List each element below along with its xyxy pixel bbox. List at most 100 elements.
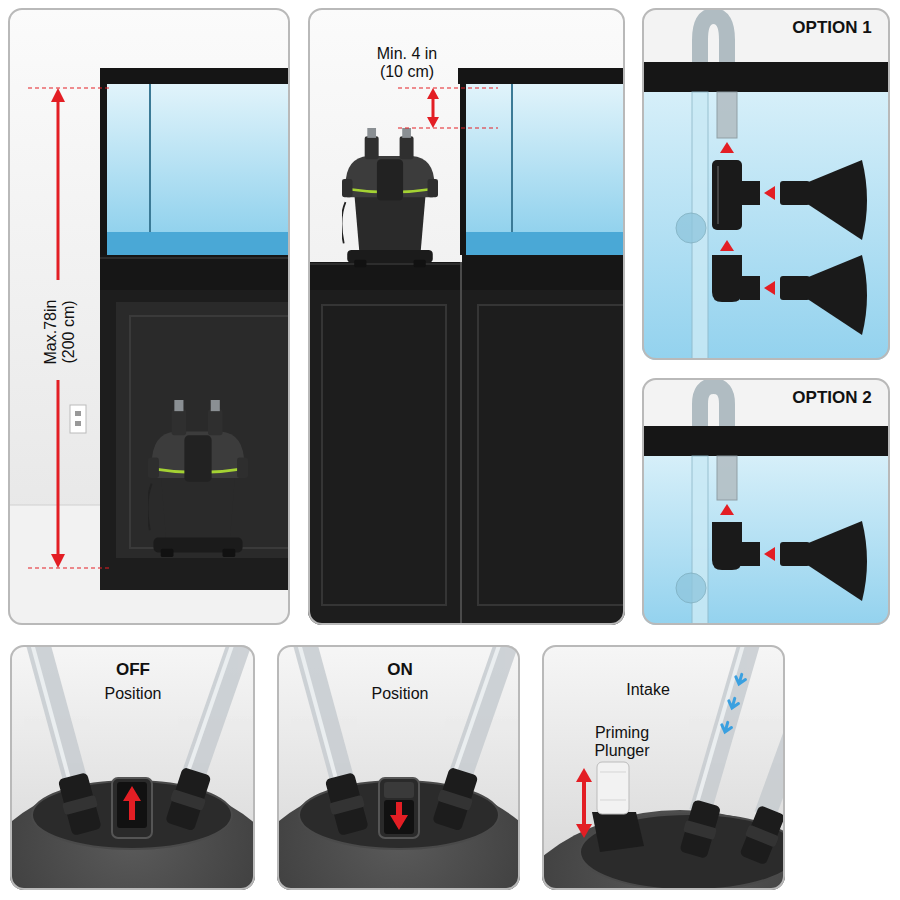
- on-panel-art: [277, 645, 520, 890]
- nozzle-neck: [780, 276, 810, 300]
- tube-end: [717, 92, 737, 138]
- flow-arrow: [727, 697, 739, 709]
- elbow-connector: [712, 255, 742, 302]
- nozzle-neck: [780, 542, 810, 566]
- option2-art: [642, 378, 890, 625]
- valve-slot: [384, 782, 414, 798]
- tank-corner: [511, 84, 513, 232]
- tank-rim: [642, 426, 890, 456]
- assembly-arrow: [720, 504, 734, 515]
- arrow-head: [427, 117, 439, 128]
- dimension-guide: [28, 567, 112, 568]
- suction-cup: [676, 213, 706, 243]
- outlet-socket: [75, 421, 81, 426]
- assembly-arrow: [720, 240, 734, 251]
- tank-rim: [642, 62, 890, 92]
- nozzle-neck: [780, 181, 810, 205]
- valve-position-panel: ON Position: [277, 645, 520, 890]
- tank-water: [462, 82, 625, 255]
- air-ground: [642, 8, 890, 68]
- priming-panel: IntakePriming Plunger: [542, 645, 785, 890]
- tube-highlight: [695, 645, 745, 810]
- dimension-guide: [398, 127, 498, 128]
- dimension-guide: [28, 87, 112, 88]
- valve-position-panel: OFF Position: [10, 645, 255, 890]
- dimension-guide: [398, 87, 498, 88]
- option-panel: OPTION 1: [642, 8, 890, 360]
- plunger-ridge: [600, 772, 626, 773]
- arrow-head: [576, 824, 592, 838]
- flow-arrow: [720, 721, 732, 733]
- dimension-arrow: [57, 98, 60, 280]
- stand-edge: [308, 264, 460, 265]
- elbow-connector: [712, 522, 742, 570]
- dimension-arrow: [432, 98, 435, 118]
- elbow-branch: [740, 542, 760, 566]
- cabinet-door: [478, 305, 625, 605]
- direction-arrow: [123, 786, 141, 820]
- stand-edge: [100, 258, 290, 259]
- tank-water: [642, 456, 890, 625]
- tank-frame: [460, 68, 466, 255]
- callout-label: Intake: [626, 681, 670, 699]
- tube-end: [717, 456, 737, 500]
- position-label: Position: [372, 685, 429, 703]
- connector-collar: [745, 824, 779, 847]
- tank-frame: [100, 68, 107, 255]
- position-heading: ON: [387, 660, 413, 680]
- tank-corner: [149, 84, 151, 232]
- stand-cabinet: [462, 290, 625, 625]
- assembly-arrow: [764, 186, 775, 200]
- spray-nozzle: [806, 160, 867, 240]
- filter-top: [277, 645, 520, 890]
- wall: [8, 8, 290, 625]
- tank-gravel: [462, 232, 625, 255]
- elbow-branch: [740, 276, 760, 300]
- flow-arrow: [734, 673, 746, 685]
- arrow-head: [51, 88, 65, 102]
- tank-frame: [458, 68, 625, 84]
- position-label: Position: [105, 685, 162, 703]
- assembly-arrow: [764, 281, 775, 295]
- dimension-label: Max.78in (200 cm): [42, 289, 79, 375]
- clearance-panel: Min. 4 in (10 cm): [308, 8, 625, 625]
- position-heading: OFF: [116, 660, 150, 680]
- spray-nozzle: [806, 521, 867, 601]
- assembly-arrow: [720, 142, 734, 153]
- direction-arrow: [390, 802, 408, 830]
- option-panel: OPTION 2: [642, 378, 890, 625]
- hose-connector: [679, 799, 721, 859]
- off-panel-art: [10, 645, 255, 890]
- option-heading: OPTION 2: [792, 388, 871, 408]
- intake-tube: [700, 645, 750, 812]
- stand-top: [462, 255, 625, 290]
- priming-plunger: [597, 762, 629, 814]
- height-panel-art: [8, 8, 290, 625]
- option-heading: OPTION 1: [792, 18, 871, 38]
- outlet-socket: [75, 411, 81, 416]
- canister-filter: [147, 400, 248, 557]
- wall: [308, 8, 625, 625]
- installation-height-panel: Max.78in (200 cm): [8, 8, 290, 625]
- air-ground: [642, 378, 890, 432]
- part-highlight: [717, 166, 719, 224]
- arrow-head: [576, 768, 592, 782]
- option1-art: [642, 8, 890, 360]
- plunger-base: [592, 812, 644, 852]
- hose-tube: [765, 705, 785, 815]
- tank-gravel: [100, 232, 290, 255]
- hose-connector: [739, 805, 785, 866]
- valve-lever: [117, 782, 147, 828]
- stand-cabinet: [308, 290, 460, 625]
- stand-cabinet: [100, 290, 290, 590]
- connector-collar: [683, 820, 717, 840]
- cabinet-door: [322, 305, 446, 605]
- stand-gap: [460, 262, 462, 625]
- tank-water: [100, 82, 290, 255]
- valve-lever: [384, 800, 414, 834]
- canister-filter: [342, 128, 438, 267]
- arrow-head: [51, 554, 65, 568]
